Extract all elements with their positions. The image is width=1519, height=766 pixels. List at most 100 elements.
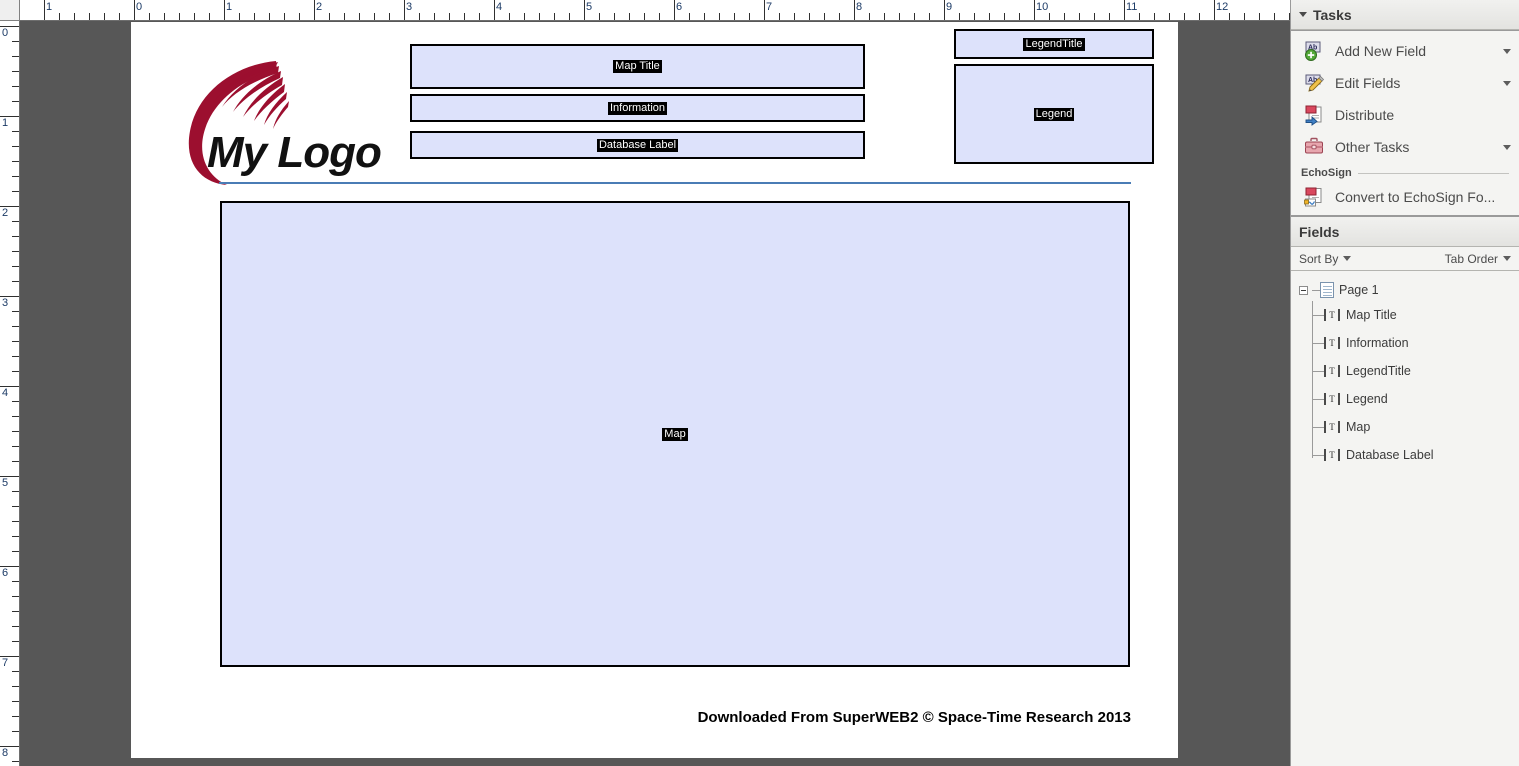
form-field-information[interactable]: Information [410, 94, 865, 122]
ruler-tick-minor [374, 13, 375, 20]
ruler-label: 2 [316, 1, 323, 13]
ruler-tick-minor [329, 13, 330, 20]
task-label: Convert to EchoSign Fo... [1335, 189, 1496, 205]
pdf-page[interactable]: My Logo Map Title Information Database L… [131, 22, 1178, 758]
tree-item-legend[interactable]: T Legend [1313, 385, 1519, 413]
divider [1291, 215, 1519, 217]
ruler-tick-minor [509, 13, 510, 20]
tasks-panel-header[interactable]: Tasks [1291, 0, 1519, 30]
ruler-tick [1214, 0, 1215, 20]
ruler-label: 12 [1216, 1, 1229, 13]
ruler-tick-minor [704, 13, 705, 20]
ruler-label: 1 [226, 1, 233, 13]
task-label: Edit Fields [1335, 75, 1401, 91]
ruler-tick [0, 26, 19, 27]
ruler-label: 1 [2, 117, 9, 129]
field-name-label: Legend [1033, 107, 1075, 121]
chevron-down-icon [1343, 256, 1352, 261]
ruler-tick-minor [539, 13, 540, 20]
ruler-tick-minor [1079, 13, 1080, 20]
edit-fields-icon: Ab [1303, 72, 1325, 94]
ruler-tick-minor [1154, 13, 1155, 20]
tree-item-map[interactable]: T Map [1313, 413, 1519, 441]
tab-order-button[interactable]: Tab Order [1445, 252, 1511, 266]
ruler-tick-minor [1094, 13, 1095, 20]
form-field-legend-title[interactable]: LegendTitle [954, 29, 1154, 59]
field-name-label: LegendTitle [1023, 37, 1085, 51]
tree-root-label: Page 1 [1339, 283, 1379, 297]
ruler-tick-minor [599, 13, 600, 20]
ruler-tick-minor [164, 13, 165, 20]
tree-item-label: Database Label [1346, 448, 1434, 462]
tree-item-map-title[interactable]: T Map Title [1313, 301, 1519, 329]
ruler-tick-minor [12, 626, 19, 627]
task-edit-fields[interactable]: Ab Edit Fields [1291, 67, 1519, 99]
ruler-tick-minor [734, 13, 735, 20]
ruler-tick [0, 386, 19, 387]
ruler-tick-minor [749, 13, 750, 20]
task-other-tasks[interactable]: Other Tasks [1291, 131, 1519, 163]
text-field-icon: T [1324, 365, 1340, 377]
ruler-tick-minor [779, 13, 780, 20]
ruler-tick-minor [1169, 13, 1170, 20]
ruler-tick-minor [959, 13, 960, 20]
task-convert-to-echosign-form[interactable]: Convert to EchoSign Fo... [1291, 181, 1519, 213]
ruler-label: 5 [2, 477, 9, 489]
ruler-tick-minor [12, 431, 19, 432]
chevron-down-icon[interactable] [1503, 48, 1511, 54]
ruler-tick-minor [74, 13, 75, 20]
form-field-map-title[interactable]: Map Title [410, 44, 865, 89]
ruler-tick-minor [299, 13, 300, 20]
sort-by-label: Sort By [1299, 251, 1339, 266]
sort-by-button[interactable]: Sort By [1299, 251, 1352, 266]
ruler-tick-minor [12, 236, 19, 237]
ruler-corner [0, 0, 20, 21]
ruler-tick-minor [689, 13, 690, 20]
ruler-tick-minor [1229, 13, 1230, 20]
ruler-tick-minor [884, 13, 885, 20]
chevron-down-icon[interactable] [1503, 144, 1511, 150]
ruler-tick-minor [269, 13, 270, 20]
ruler-tick [674, 0, 675, 20]
task-add-new-field[interactable]: Ab Add New Field [1291, 35, 1519, 67]
ruler-tick-minor [899, 13, 900, 20]
page-canvas[interactable]: My Logo Map Title Information Database L… [21, 22, 1290, 766]
ruler-tick [584, 0, 585, 20]
tree-item-information[interactable]: T Information [1313, 329, 1519, 357]
tree-item-legendtitle[interactable]: T LegendTitle [1313, 357, 1519, 385]
fields-tree[interactable]: Page 1 T Map Title T Information T Legen… [1291, 271, 1519, 766]
ruler-tick-minor [1289, 13, 1290, 20]
ruler-label: 4 [496, 1, 503, 13]
ruler-tick-minor [12, 146, 19, 147]
ruler-tick-minor [284, 13, 285, 20]
divider-line [1357, 172, 1509, 174]
ruler-tick-minor [569, 13, 570, 20]
fields-title: Fields [1299, 223, 1340, 240]
chevron-down-icon[interactable] [1503, 80, 1511, 86]
form-field-legend[interactable]: Legend [954, 64, 1154, 164]
form-field-database-label[interactable]: Database Label [410, 131, 865, 159]
ruler-tick-minor [479, 13, 480, 20]
ruler-label: 0 [2, 27, 9, 39]
ruler-label: 4 [2, 387, 9, 399]
ruler-tick-minor [12, 506, 19, 507]
ruler-tick-minor [239, 13, 240, 20]
chevron-down-icon [1299, 12, 1307, 17]
ruler-label: 6 [676, 1, 683, 13]
tab-order-label: Tab Order [1444, 251, 1498, 266]
form-field-map[interactable]: Map [220, 201, 1130, 667]
tree-item-label: LegendTitle [1346, 364, 1411, 378]
collapse-expander-icon[interactable] [1299, 285, 1308, 295]
ruler-tick-minor [12, 341, 19, 342]
ruler-tick-minor [12, 221, 19, 222]
fields-panel-header[interactable]: Fields [1291, 217, 1519, 247]
tree-item-database-label[interactable]: T Database Label [1313, 441, 1519, 469]
ruler-tick-minor [929, 13, 930, 20]
task-distribute[interactable]: Distribute [1291, 99, 1519, 131]
echosign-section-divider: EchoSign [1291, 163, 1519, 181]
tree-root-page-1[interactable]: Page 1 [1291, 279, 1519, 301]
echosign-section-label: EchoSign [1301, 167, 1352, 179]
